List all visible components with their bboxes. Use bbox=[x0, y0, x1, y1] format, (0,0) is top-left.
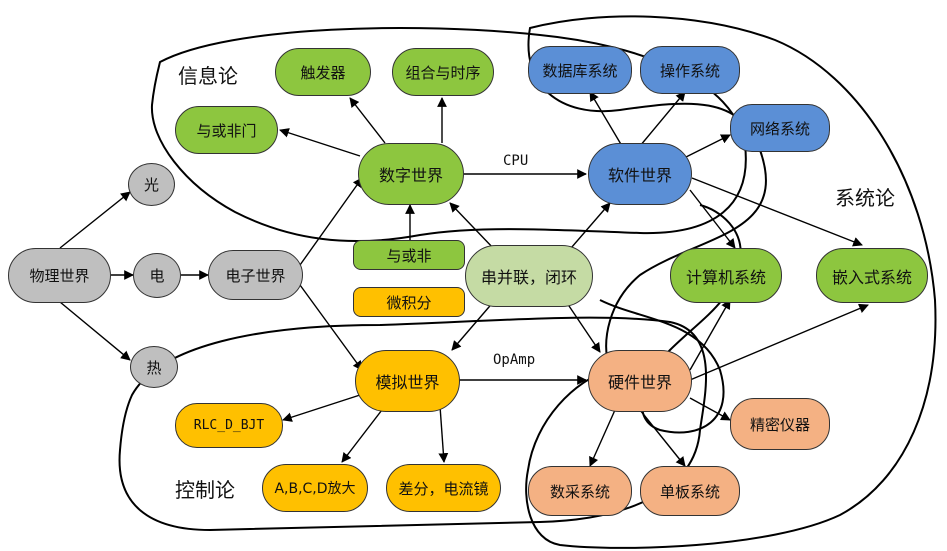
node-calculus: 微积分 bbox=[353, 287, 465, 317]
system-theory-label: 系统论 bbox=[835, 186, 895, 210]
node-data-acquisition: 数采系统 bbox=[528, 466, 632, 516]
edge-electronic-analog bbox=[299, 284, 363, 371]
edge-hardware-embedded bbox=[689, 303, 869, 381]
node-embedded-system: 嵌入式系统 bbox=[816, 248, 928, 303]
node-diff-current-mirror: 差分，电流镜 bbox=[386, 464, 501, 512]
edge-physical-light bbox=[59, 191, 131, 249]
edge-hardware-computer bbox=[689, 299, 731, 371]
node-electronic-world: 电子世界 bbox=[208, 250, 303, 300]
node-physical-world: 物理世界 bbox=[8, 248, 111, 303]
edge-digital-flipflop bbox=[349, 97, 386, 144]
edge-series-analog bbox=[451, 299, 496, 351]
node-and-or-not-gate: 与或非门 bbox=[175, 106, 278, 154]
node-digital-world: 数字世界 bbox=[358, 143, 464, 205]
info-region-outline bbox=[150, 27, 747, 243]
edge-software-network bbox=[679, 134, 731, 161]
node-software-world: 软件世界 bbox=[588, 143, 692, 205]
node-rlc-d-bjt: RLC_D_BJT bbox=[175, 403, 283, 448]
node-network-system: 网络系统 bbox=[730, 104, 830, 152]
edge-series-hardware bbox=[564, 299, 601, 353]
node-precision-instruments: 精密仪器 bbox=[730, 398, 830, 450]
node-operating-system: 操作系统 bbox=[640, 46, 740, 94]
node-hardware-world: 硬件世界 bbox=[588, 350, 692, 412]
edge-software-embedded bbox=[691, 177, 863, 247]
control-theory-label: 控制论 bbox=[175, 478, 235, 502]
edge-physical-heat bbox=[59, 301, 131, 361]
edge-hardware-sbc bbox=[639, 409, 686, 467]
node-analog-world: 模拟世界 bbox=[355, 350, 460, 412]
edge-software-computer bbox=[689, 189, 736, 249]
edge-analog-amp bbox=[341, 405, 386, 463]
node-light: 光 bbox=[128, 163, 175, 206]
node-computer-system: 计算机系统 bbox=[670, 248, 782, 303]
edge-software-os bbox=[639, 91, 686, 147]
node-and-or-not: 与或非 bbox=[353, 240, 465, 270]
node-database-system: 数据库系统 bbox=[528, 46, 632, 94]
edge-analog-diff bbox=[438, 405, 449, 463]
node-single-board: 单板系统 bbox=[640, 466, 740, 516]
node-heat: 热 bbox=[130, 346, 178, 388]
node-electric: 电 bbox=[133, 253, 181, 298]
node-series-closed-loop: 串并联，闭环 bbox=[465, 245, 593, 307]
edge-hardware-precision bbox=[689, 397, 731, 421]
node-flipflop: 触发器 bbox=[275, 48, 371, 96]
edge-hardware-daq bbox=[589, 409, 616, 467]
edge-series-digital bbox=[449, 202, 496, 251]
info-theory-label: 信息论 bbox=[178, 64, 238, 88]
edge-software-database bbox=[589, 91, 623, 147]
edge-electronic-digital bbox=[299, 177, 363, 266]
edge-digital-gate bbox=[279, 128, 361, 157]
node-amplifier-classes: A,B,C,D放大 bbox=[262, 464, 368, 512]
edge-analog-rlc bbox=[282, 394, 361, 422]
edge-label-opamp: OpAmp bbox=[493, 352, 536, 368]
edge-label-cpu: CPU bbox=[503, 153, 529, 169]
node-comb-seq: 组合与时序 bbox=[392, 48, 494, 96]
